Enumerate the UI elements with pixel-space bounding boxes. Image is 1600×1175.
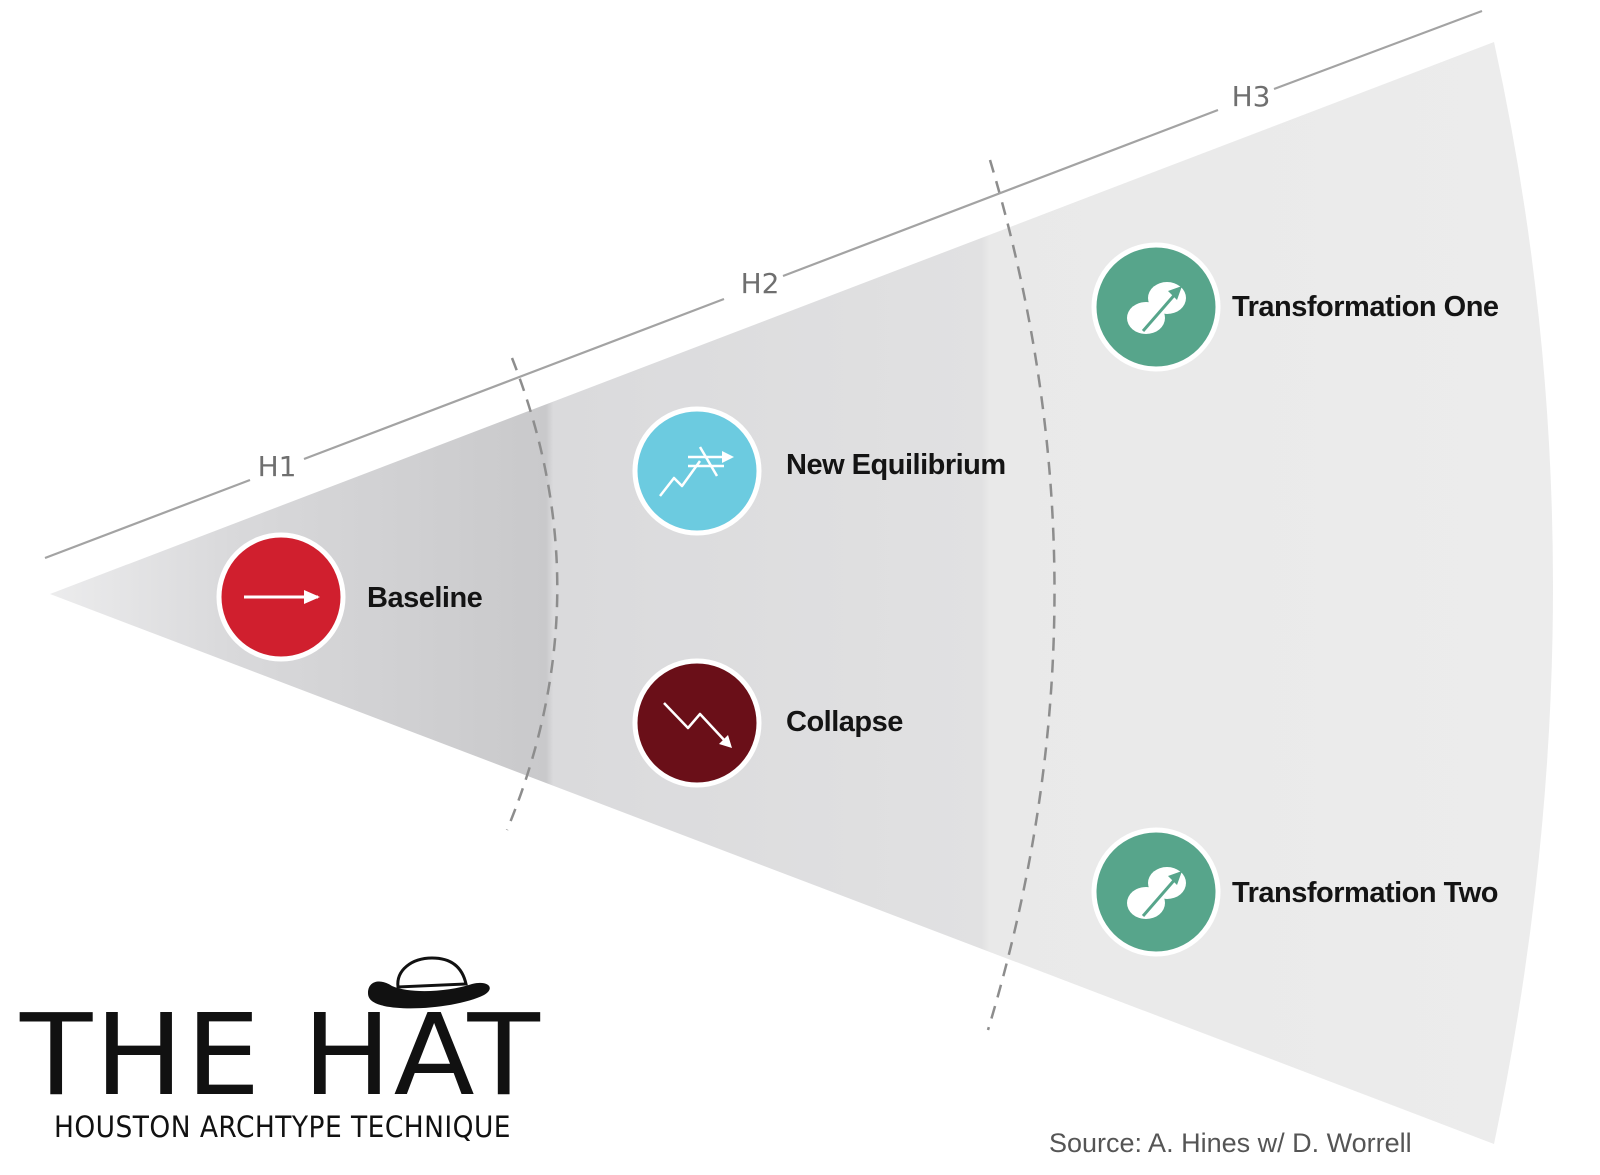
- horizon-label-h1: H1: [258, 450, 297, 483]
- collapse-label: Collapse: [786, 706, 903, 738]
- node-collapse: Collapse: [632, 658, 904, 788]
- horizon-label-h3: H3: [1232, 80, 1271, 113]
- baseline-label: Baseline: [367, 582, 483, 614]
- cowboy-hat-icon: [368, 956, 490, 1009]
- horizon-rule: H1 H2 H3: [44, 9, 1483, 560]
- transformation-icon: [1127, 282, 1186, 334]
- source-credit: Source: A. Hines w/ D. Worrell: [1049, 1128, 1412, 1158]
- node-baseline: Baseline: [216, 532, 483, 662]
- brand-subtitle: HOUSTON ARCHTYPE TECHNIQUE: [54, 1110, 511, 1144]
- transformation-icon: [1127, 867, 1186, 919]
- transformation-one-label: Transformation One: [1232, 291, 1499, 323]
- new-equilibrium-circle: [632, 406, 762, 536]
- transformation-two-label: Transformation Two: [1232, 877, 1498, 909]
- equilibrium-icon: [659, 446, 734, 497]
- brand-logo: THE HAT HOUSTON ARCHTYPE TECHNIQUE: [19, 956, 542, 1144]
- collapse-circle: [632, 658, 762, 788]
- node-new-equilibrium: New Equilibrium: [632, 406, 1006, 536]
- right-arrow-icon: [244, 590, 320, 604]
- new-equilibrium-label: New Equilibrium: [786, 449, 1006, 481]
- brand-title: THE HAT: [19, 991, 542, 1121]
- node-transformation-two: Transformation Two: [1091, 827, 1498, 957]
- horizon-label-h2: H2: [741, 267, 780, 300]
- falling-arrow-icon: [663, 702, 732, 748]
- h1-h2-boundary: [505, 357, 559, 831]
- h2-h3-boundary: [986, 159, 1056, 1031]
- node-transformation-one: Transformation One: [1091, 242, 1499, 372]
